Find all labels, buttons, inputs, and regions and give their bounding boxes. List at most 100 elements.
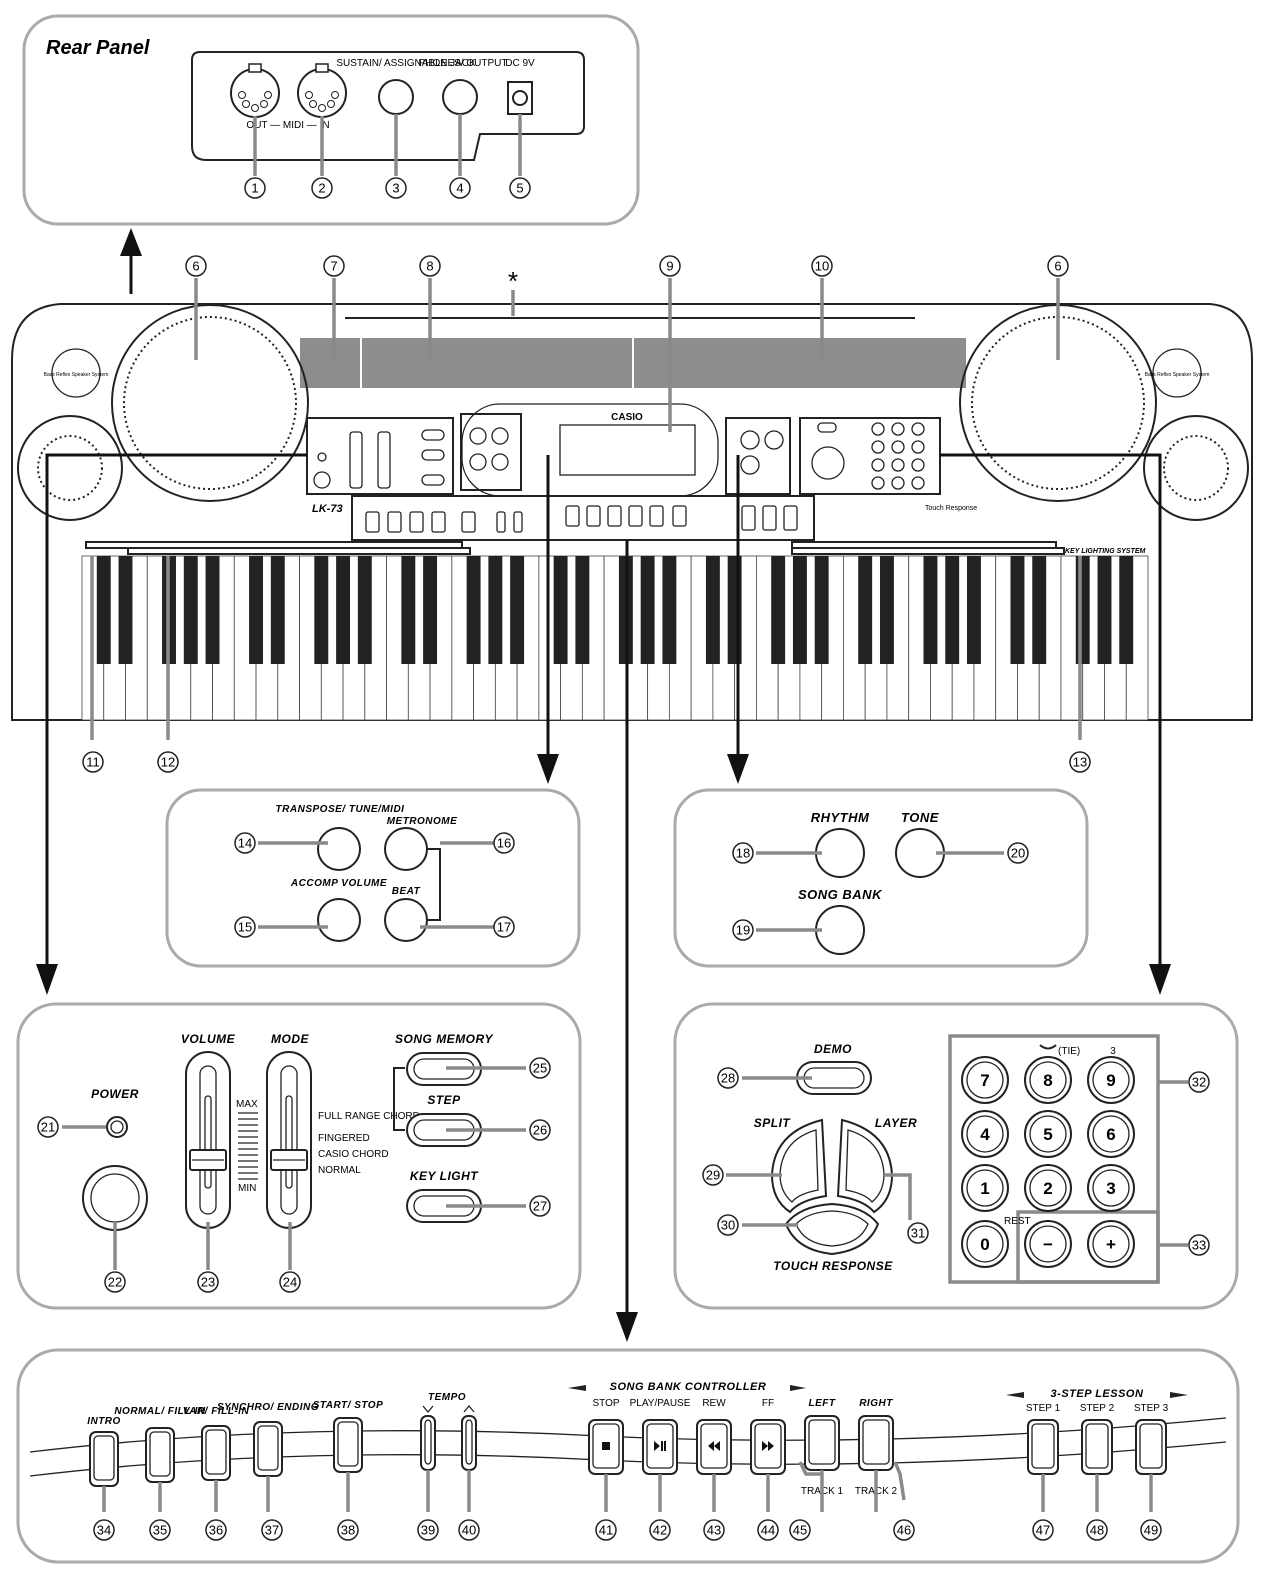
black-key[interactable] bbox=[1097, 556, 1112, 664]
song-bank-button[interactable] bbox=[815, 905, 865, 955]
black-key[interactable] bbox=[488, 556, 503, 664]
callout-13: 13 bbox=[1069, 751, 1091, 773]
rhythm-button[interactable] bbox=[815, 828, 865, 878]
start-stop-label: START/ STOP bbox=[313, 1400, 384, 1411]
black-key[interactable] bbox=[401, 556, 416, 664]
black-key[interactable] bbox=[727, 556, 742, 664]
normal-fill-button[interactable] bbox=[145, 1427, 175, 1483]
mode-full-range: FULL RANGE CHORD bbox=[318, 1111, 420, 1122]
play-pause-button[interactable] bbox=[642, 1419, 678, 1475]
svg-text:15: 15 bbox=[238, 920, 252, 935]
split-label: SPLIT bbox=[754, 1116, 792, 1130]
black-key[interactable] bbox=[945, 556, 960, 664]
svg-text:22: 22 bbox=[108, 1275, 122, 1290]
bottom-buttons bbox=[89, 1415, 1167, 1512]
svg-text:3: 3 bbox=[392, 181, 399, 196]
tempo-down-button[interactable] bbox=[420, 1415, 436, 1471]
black-key[interactable] bbox=[553, 556, 568, 664]
key-lighting-label: KEY LIGHTING SYSTEM bbox=[1065, 548, 1146, 555]
black-key[interactable] bbox=[423, 556, 438, 664]
black-key[interactable] bbox=[314, 556, 329, 664]
split-button[interactable] bbox=[770, 1118, 828, 1214]
callout-24: 24 bbox=[279, 1271, 301, 1293]
svg-text:25: 25 bbox=[533, 1061, 547, 1076]
key-4-button[interactable]: 4 bbox=[961, 1110, 1009, 1158]
key-8-label: 8 bbox=[1043, 1071, 1052, 1090]
intro-button[interactable] bbox=[89, 1431, 119, 1487]
step1-button[interactable] bbox=[1027, 1419, 1059, 1475]
black-key[interactable] bbox=[858, 556, 873, 664]
play-pause-label: PLAY/PAUSE bbox=[630, 1398, 691, 1409]
ff-button[interactable] bbox=[750, 1419, 786, 1475]
callout-49: 49 bbox=[1140, 1519, 1162, 1541]
mode-switch[interactable] bbox=[266, 1051, 312, 1229]
svg-text:32: 32 bbox=[1192, 1075, 1206, 1090]
volume-min-label: MIN bbox=[238, 1183, 256, 1194]
metronome-button[interactable] bbox=[384, 827, 428, 871]
black-key[interactable] bbox=[640, 556, 655, 664]
key-plus-button[interactable]: + bbox=[1087, 1220, 1135, 1268]
beat-label: BEAT bbox=[392, 886, 421, 897]
black-key[interactable] bbox=[270, 556, 285, 664]
left-button[interactable] bbox=[804, 1415, 840, 1471]
layer-button[interactable] bbox=[836, 1118, 894, 1214]
callout-2: 2 bbox=[311, 177, 333, 199]
key-1-button[interactable]: 1 bbox=[961, 1164, 1009, 1212]
touch-response-button[interactable] bbox=[784, 1202, 880, 1256]
black-key[interactable] bbox=[96, 556, 111, 664]
key-minus-button[interactable]: − bbox=[1024, 1220, 1072, 1268]
black-key[interactable] bbox=[1032, 556, 1047, 664]
svg-text:4: 4 bbox=[456, 181, 463, 196]
key-7-button[interactable]: 7 bbox=[961, 1056, 1009, 1104]
black-key[interactable] bbox=[705, 556, 720, 664]
step3-button[interactable] bbox=[1135, 1419, 1167, 1475]
black-key[interactable] bbox=[1010, 556, 1025, 664]
black-key[interactable] bbox=[814, 556, 829, 664]
key-0-button[interactable]: 0 bbox=[961, 1220, 1009, 1268]
black-key[interactable] bbox=[662, 556, 677, 664]
black-key[interactable] bbox=[336, 556, 351, 664]
black-key[interactable] bbox=[118, 556, 133, 664]
black-key[interactable] bbox=[357, 556, 372, 664]
key-3-button[interactable]: 3 bbox=[1087, 1164, 1135, 1212]
black-key[interactable] bbox=[966, 556, 981, 664]
stop-button[interactable] bbox=[588, 1419, 624, 1475]
black-key[interactable] bbox=[771, 556, 786, 664]
black-key[interactable] bbox=[879, 556, 894, 664]
accomp-volume-button[interactable] bbox=[317, 898, 361, 942]
step2-label: STEP 2 bbox=[1080, 1403, 1115, 1414]
midi-out-jack bbox=[230, 63, 280, 118]
svg-text:37: 37 bbox=[265, 1523, 279, 1538]
svg-text:49: 49 bbox=[1144, 1523, 1158, 1538]
power-button[interactable] bbox=[82, 1165, 148, 1231]
step2-button[interactable] bbox=[1081, 1419, 1113, 1475]
black-key[interactable] bbox=[249, 556, 264, 664]
black-key[interactable] bbox=[1075, 556, 1090, 664]
key-2-button[interactable]: 2 bbox=[1024, 1164, 1072, 1212]
black-key[interactable] bbox=[183, 556, 198, 664]
black-key[interactable] bbox=[205, 556, 220, 664]
key-8-button[interactable]: 8 bbox=[1024, 1056, 1072, 1104]
var-fill-button[interactable] bbox=[201, 1425, 231, 1481]
synchro-button[interactable] bbox=[253, 1421, 283, 1477]
black-key[interactable] bbox=[466, 556, 481, 664]
transpose-button[interactable] bbox=[317, 827, 361, 871]
black-key[interactable] bbox=[792, 556, 807, 664]
key-5-button[interactable]: 5 bbox=[1024, 1110, 1072, 1158]
black-key[interactable] bbox=[575, 556, 590, 664]
callout-25: 25 bbox=[529, 1057, 551, 1079]
volume-slider[interactable] bbox=[185, 1051, 231, 1229]
beat-button[interactable] bbox=[384, 898, 428, 942]
start-stop-button[interactable] bbox=[333, 1417, 363, 1473]
svg-text:11: 11 bbox=[86, 755, 100, 770]
key-9-button[interactable]: 9 bbox=[1087, 1056, 1135, 1104]
black-key[interactable] bbox=[923, 556, 938, 664]
rew-button[interactable] bbox=[696, 1419, 732, 1475]
svg-text:28: 28 bbox=[721, 1071, 735, 1086]
black-key[interactable] bbox=[510, 556, 525, 664]
right-button[interactable] bbox=[858, 1415, 894, 1471]
tempo-up-button[interactable] bbox=[461, 1415, 477, 1471]
key-6-button[interactable]: 6 bbox=[1087, 1110, 1135, 1158]
black-key[interactable] bbox=[1119, 556, 1134, 664]
tone-label: TONE bbox=[901, 810, 939, 825]
